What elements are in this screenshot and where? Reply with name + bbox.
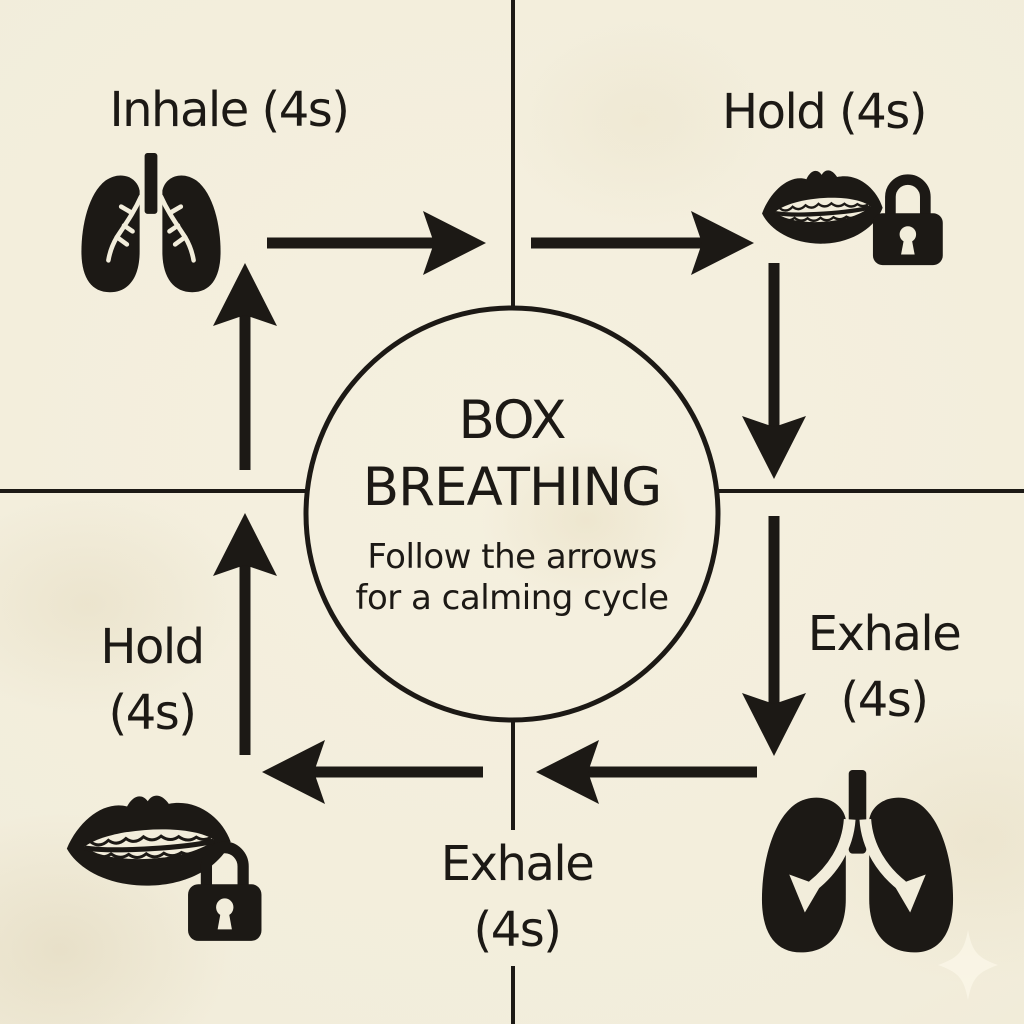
flow-arrow-top-right [531,211,754,275]
title-line1: BOX [458,390,566,451]
flow-arrow-bottom-right [536,740,757,804]
exhale-right-label: Exhale (4s) [807,601,962,733]
lungs-exhale-icon [761,770,954,953]
flow-arrow-top-left [267,211,486,275]
subtitle-line2: for a calming cycle [355,578,669,618]
lips-lock-icon [762,170,943,266]
exhale-bottom-label: Exhale (4s) [440,831,595,963]
exhale-bottom-label-line1: Exhale [440,836,595,892]
flow-arrow-left-upper [213,263,277,470]
exhale-right-label-line1: Exhale [807,606,962,662]
lips-lock-icon [66,795,262,941]
flow-arrow-right-upper [742,263,806,479]
title-line2: BREATHING [362,457,662,518]
hold-left-label: Hold (4s) [100,614,205,746]
hold-left-label-line1: Hold [100,619,205,675]
hold-top-label: Hold (4s) [721,84,928,140]
exhale-right-label-line2: (4s) [840,672,930,728]
sparkle-decoration [938,930,998,1000]
page-title: BOX BREATHING [362,387,662,521]
page-subtitle: Follow the arrows for a calming cycle [355,537,669,619]
subtitle-line1: Follow the arrows [367,537,657,577]
flow-arrow-bottom-left [262,740,483,804]
center-circle [303,305,721,723]
inhale-top-label: Inhale (4s) [109,82,350,138]
flow-arrow-right-lower [742,516,806,756]
exhale-bottom-label-line2: (4s) [473,902,563,958]
hold-left-label-line2: (4s) [108,685,197,741]
flow-arrow-left-lower [213,513,277,755]
lungs-icon [81,153,221,293]
